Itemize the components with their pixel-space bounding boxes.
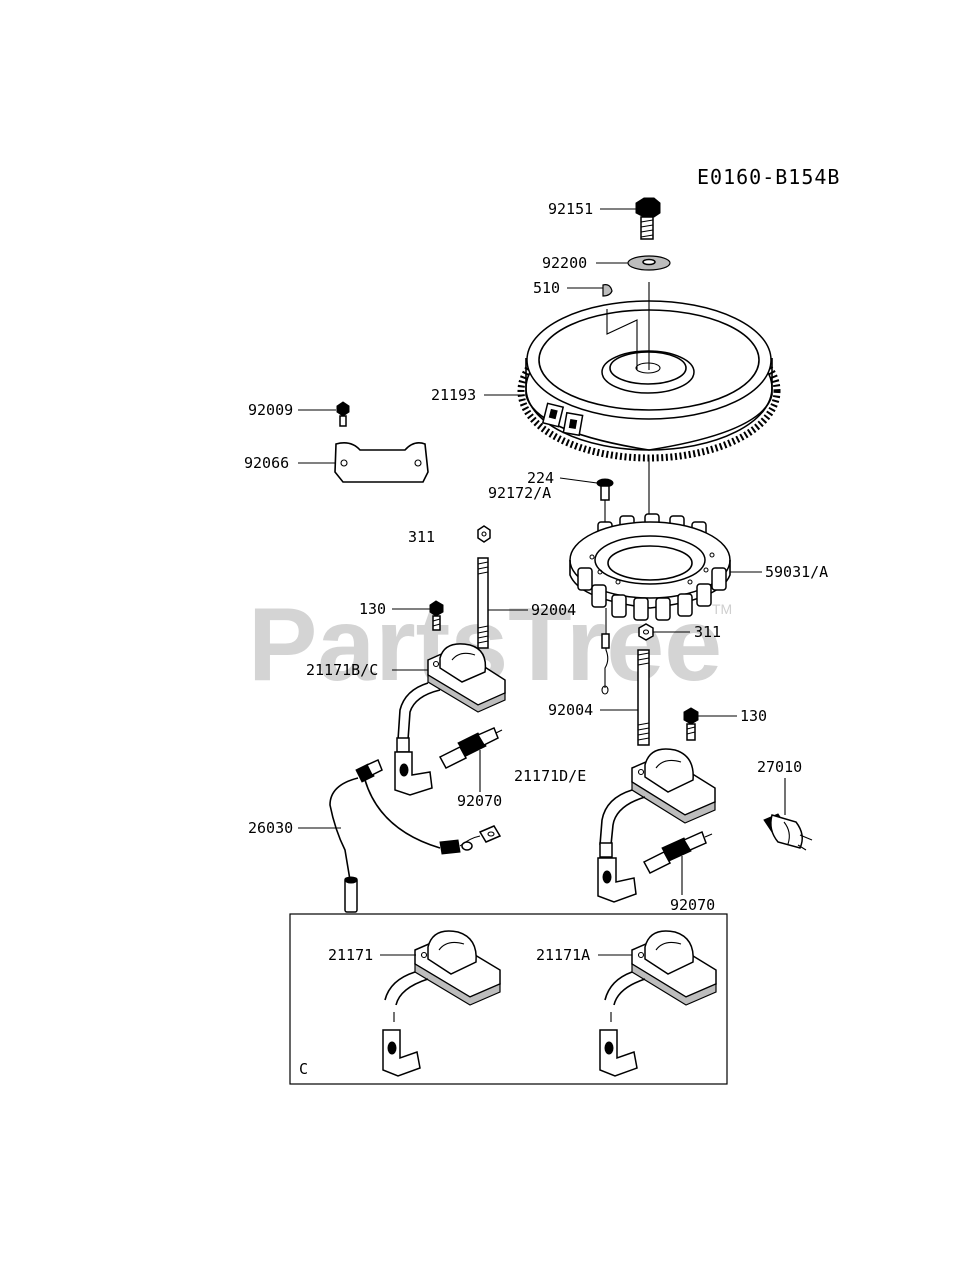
callout-130-right[interactable]: 130 xyxy=(740,707,767,725)
switch-27010[interactable] xyxy=(763,778,813,851)
key-510[interactable] xyxy=(602,284,613,297)
bracket-92066[interactable] xyxy=(334,442,429,483)
callout-21171bc[interactable]: 21171B/C xyxy=(306,661,378,679)
nut-311-left[interactable] xyxy=(477,525,491,543)
callout-311-left[interactable]: 311 xyxy=(408,528,435,546)
callout-21171de[interactable]: 21171D/E xyxy=(514,767,586,785)
screw-92172[interactable] xyxy=(596,478,614,530)
inset-note: C xyxy=(299,1060,308,1078)
lead-wire-26030[interactable] xyxy=(329,758,502,913)
callout-21171[interactable]: 21171 xyxy=(328,946,373,964)
stud-92004-right[interactable] xyxy=(637,649,650,746)
ignition-coil-21171de[interactable] xyxy=(597,748,716,903)
callout-92151[interactable]: 92151 xyxy=(548,200,593,218)
leader-224 xyxy=(559,477,598,484)
callout-26030[interactable]: 26030 xyxy=(248,819,293,837)
flywheel-21193[interactable] xyxy=(517,282,781,462)
stator-59031[interactable] xyxy=(569,458,731,695)
screw-92009[interactable] xyxy=(336,401,350,427)
stud-92004-left[interactable] xyxy=(477,557,489,649)
bolt-130-right[interactable] xyxy=(683,707,699,741)
callout-92172[interactable]: 92172/A xyxy=(488,484,551,502)
callout-21193[interactable]: 21193 xyxy=(431,386,476,404)
watermark-trademark: TM xyxy=(712,601,732,617)
callout-92200[interactable]: 92200 xyxy=(542,254,587,272)
spark-plug-92070-right[interactable] xyxy=(642,830,713,874)
callout-224[interactable]: 224 xyxy=(527,469,554,487)
nut-311-right[interactable] xyxy=(638,623,654,641)
callout-27010[interactable]: 27010 xyxy=(757,758,802,776)
callout-92070-left[interactable]: 92070 xyxy=(457,792,502,810)
diagram-code: E0160-B154B xyxy=(697,165,840,189)
callout-510[interactable]: 510 xyxy=(533,279,560,297)
callout-92070-right[interactable]: 92070 xyxy=(670,896,715,914)
callout-21171a[interactable]: 21171A xyxy=(536,946,590,964)
callout-59031[interactable]: 59031/A xyxy=(765,563,828,581)
ignition-coil-21171bc[interactable] xyxy=(394,643,506,796)
callout-92066[interactable]: 92066 xyxy=(244,454,289,472)
callout-92009[interactable]: 92009 xyxy=(248,401,293,419)
callout-92004-left[interactable]: 92004 xyxy=(531,601,576,619)
callout-92004-right[interactable]: 92004 xyxy=(548,701,593,719)
ignition-coil-21171[interactable] xyxy=(382,930,501,1077)
callout-130-left[interactable]: 130 xyxy=(359,600,386,618)
ignition-coil-21171a[interactable] xyxy=(599,930,717,1077)
spark-plug-92070-left[interactable] xyxy=(438,727,503,769)
callout-311-right[interactable]: 311 xyxy=(694,623,721,641)
washer-92200[interactable] xyxy=(627,255,671,271)
bolt-92151[interactable] xyxy=(635,197,661,240)
inset-box xyxy=(289,913,728,1085)
bolt-130-left[interactable] xyxy=(429,600,444,631)
